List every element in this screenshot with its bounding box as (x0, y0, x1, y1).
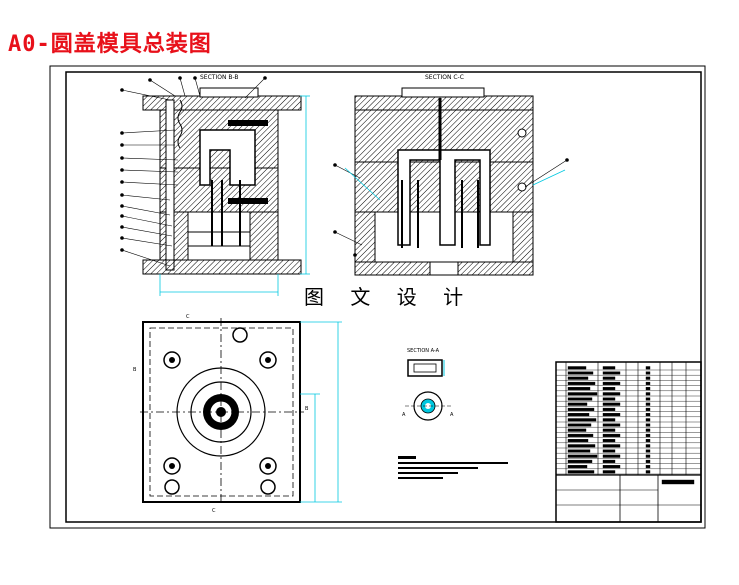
bom-row-name (567, 387, 591, 391)
bom-row-material (602, 402, 621, 406)
bom-row-qty (645, 387, 651, 391)
bom-row-name (567, 371, 594, 375)
bom-row-qty (645, 439, 651, 443)
top-view: C C B B (133, 314, 342, 514)
bom-row-name (567, 402, 588, 406)
bom-row-name (567, 454, 598, 458)
bom-row-qty (645, 454, 651, 458)
bom-row-material (602, 465, 621, 469)
bom-row-qty (645, 413, 651, 417)
bom-row-material (602, 444, 621, 448)
bom-row-name (567, 449, 591, 453)
cut-marker-c-top: C (186, 314, 190, 320)
bom-row-material (602, 418, 616, 422)
section-cc-view: SECTION C-C (333, 74, 569, 276)
bom-row-material (602, 397, 616, 401)
bom-row-qty (645, 465, 651, 469)
bom-row-name (567, 439, 589, 443)
sheet-border-outer (49, 65, 706, 529)
bom-row-qty (645, 444, 651, 448)
bom-table (556, 366, 701, 485)
drawing-title: A0-圆盖模具总装图 (8, 32, 212, 57)
section-aa-label: SECTION A-A (407, 348, 440, 354)
bom-row-material (602, 381, 621, 385)
section-bb-label: SECTION B-B (200, 74, 239, 81)
bom-row-name (567, 376, 589, 380)
bom-row-qty (645, 366, 651, 370)
bom-row-name (567, 397, 593, 401)
bom-row-name (567, 366, 587, 370)
bom-row-qty (645, 470, 651, 474)
bom-row-name (567, 423, 592, 427)
bom-row-name (567, 428, 587, 432)
bom-row-material (602, 470, 616, 474)
bom-row-material (602, 366, 616, 370)
bom-row-material (602, 449, 616, 453)
bom-row-qty (645, 407, 651, 411)
bom-row-name (567, 465, 588, 469)
section-aa-view: SECTION A-A A A (402, 348, 454, 421)
bom-row-material (602, 413, 621, 417)
bom-row-material (602, 423, 621, 427)
technical-notes (398, 456, 508, 479)
bom-row-name (567, 381, 596, 385)
section-bb-view: SECTION B-B (120, 74, 310, 296)
bom-row-name (567, 459, 593, 463)
bom-row-qty (645, 428, 651, 432)
bom-row-qty (645, 381, 651, 385)
bom-row-material (602, 439, 616, 443)
bom-row-material (602, 392, 621, 396)
watermark-text: 图 文 设 计 (300, 281, 478, 310)
sheet-border-inner (65, 71, 702, 523)
bom-row-name (567, 413, 590, 417)
bom-row-material (602, 433, 621, 437)
cut-marker-c-bottom: C (212, 508, 216, 514)
bom-row-qty (645, 402, 651, 406)
bom-row-qty (645, 392, 651, 396)
bom-row-name (567, 470, 595, 474)
bom-row-qty (645, 459, 651, 463)
bom-row-qty (645, 371, 651, 375)
bom-row-material (602, 459, 616, 463)
bom-row-name (567, 444, 596, 448)
cut-marker-b-left: B (133, 367, 137, 373)
bom-row-material (602, 376, 616, 380)
bom-row-name (567, 407, 595, 411)
bom-row-material (602, 454, 621, 458)
bom-row-qty (645, 449, 651, 453)
bom-row-name (567, 433, 594, 437)
bom-row-qty (645, 376, 651, 380)
bom-row-qty (645, 397, 651, 401)
cut-marker-b-right: B (305, 406, 309, 412)
title-block-drawing-name (661, 479, 695, 485)
bom-row-qty (645, 433, 651, 437)
bom-row-name (567, 418, 597, 422)
bom-row-material (602, 428, 616, 432)
bom-row-material (602, 407, 616, 411)
cut-marker-a-right: A (450, 412, 454, 418)
bom-row-qty (645, 418, 651, 422)
bom-row-material (602, 387, 616, 391)
cut-marker-a-left: A (402, 412, 406, 418)
bom-row-name (567, 392, 598, 396)
section-cc-label: SECTION C-C (425, 74, 464, 81)
bom-row-material (602, 371, 621, 375)
title-block (555, 361, 702, 523)
bom-row-qty (645, 423, 651, 427)
